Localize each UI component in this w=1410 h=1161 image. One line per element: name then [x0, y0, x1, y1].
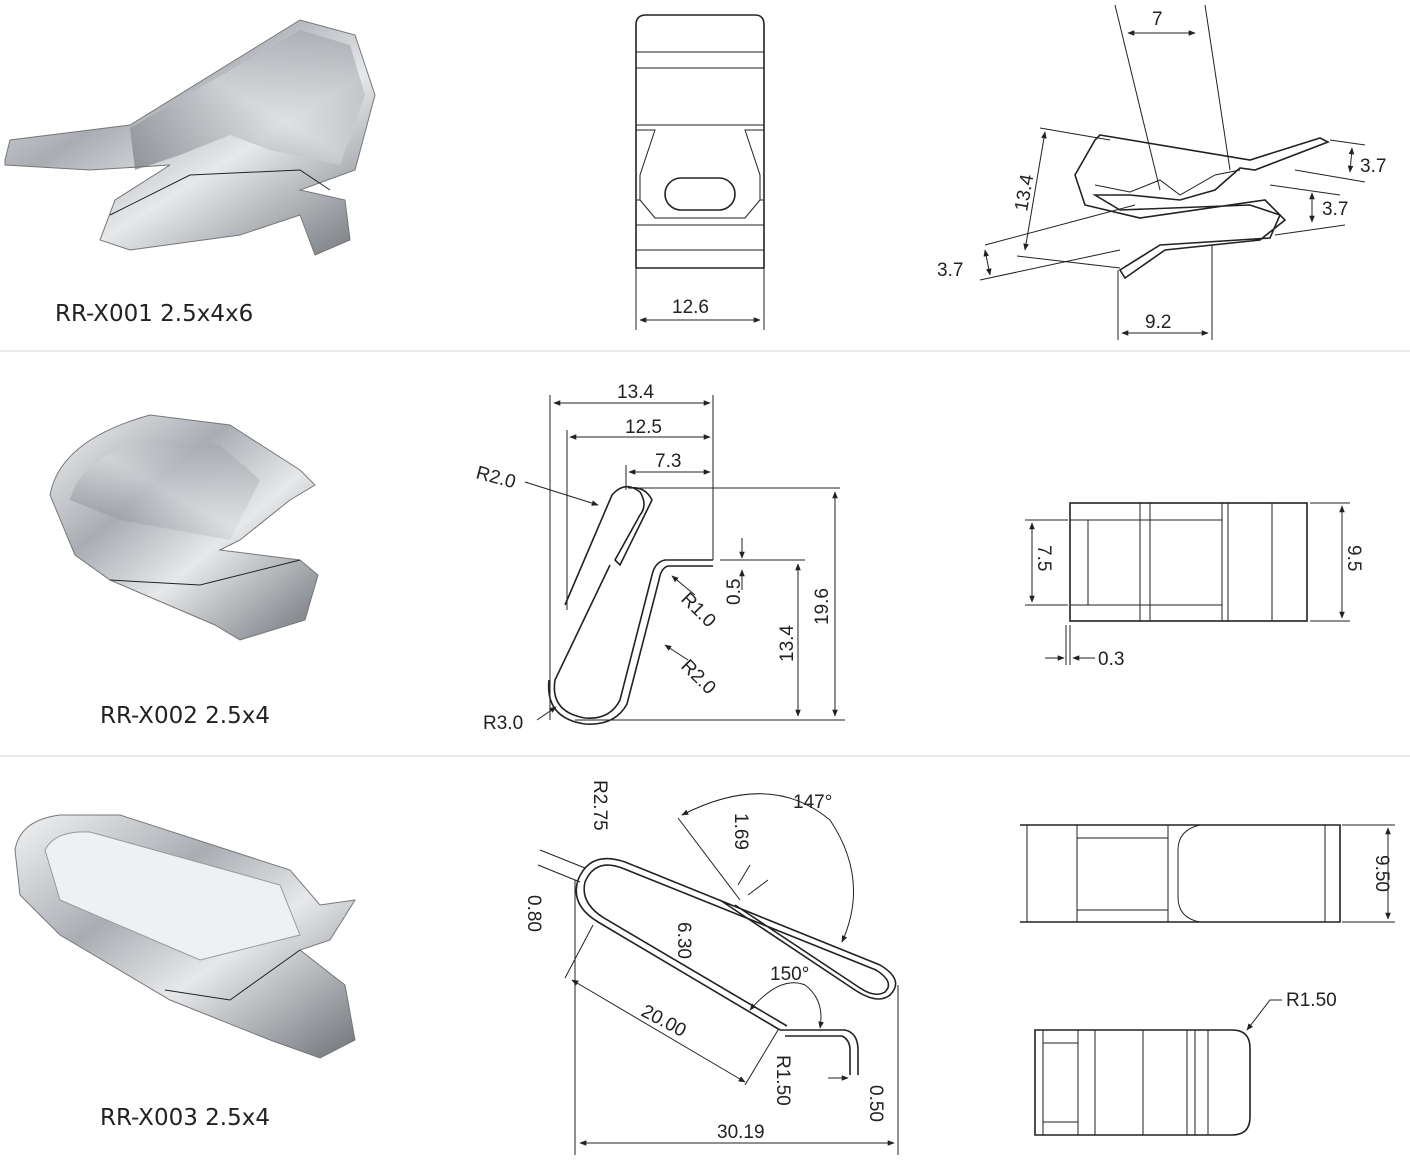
product-photo-rr-x002	[49, 414, 319, 641]
front-view-rr-x001	[635, 14, 765, 330]
dimension-label: R2.75	[589, 780, 610, 831]
dimension-label: 7	[1152, 9, 1163, 30]
dimension-label: 9.5	[1343, 545, 1364, 571]
dimension-label: 19.6	[812, 588, 833, 625]
side-view-rr-x001	[979, 4, 1366, 340]
product-caption: RR-X001 2.5x4x6	[55, 301, 253, 327]
product-caption: RR-X003 2.5x4	[100, 1105, 270, 1131]
dimension-label: 0.80	[523, 895, 544, 932]
dimension-label: 13.4	[777, 625, 798, 662]
dimension-label: 7.5	[1033, 545, 1054, 571]
dimension-label: 3.7	[1360, 156, 1386, 177]
dimension-label: 9.2	[1145, 312, 1171, 333]
product-photo-rr-x001	[4, 19, 376, 256]
bottom-view-rr-x003	[1034, 999, 1282, 1136]
dimension-label: 147°	[793, 792, 832, 813]
dimension-label: 1.69	[730, 813, 751, 850]
top-view-rr-x003	[1020, 824, 1395, 923]
dimension-label: R3.0	[483, 713, 523, 734]
dimension-label: 13.4	[617, 382, 654, 403]
dimension-label: 12.5	[625, 417, 662, 438]
dimension-label: 12.6	[672, 297, 709, 318]
dimension-label: 30.19	[717, 1122, 765, 1143]
dimension-label: R1.50	[1286, 990, 1337, 1011]
top-view-rr-x002	[1025, 502, 1350, 665]
dimension-label: 3.7	[937, 260, 963, 281]
dimension-label: 0.50	[865, 1085, 886, 1122]
dimension-label: 3.7	[1322, 199, 1348, 220]
dimension-label: 0.3	[1098, 649, 1124, 670]
dimension-label: 150°	[770, 964, 809, 985]
profile-view-rr-x003	[537, 793, 899, 1155]
product-photo-rr-x003	[14, 814, 356, 1059]
dimension-label: R1.0	[676, 589, 719, 632]
dimension-label: 6.30	[673, 922, 694, 959]
profile-view-rr-x002	[524, 395, 845, 725]
dimension-label: R1.50	[772, 1055, 793, 1106]
dimension-label: 7.3	[655, 451, 681, 472]
dimension-label: 13.4	[1011, 172, 1038, 212]
dimension-label: R2.0	[474, 463, 518, 494]
product-caption: RR-X002 2.5x4	[100, 703, 270, 729]
dimension-label: 9.50	[1371, 855, 1392, 892]
dimension-label: R2.0	[676, 656, 719, 699]
dimension-label: 20.00	[638, 1001, 690, 1042]
dimension-label: 0.5	[724, 579, 745, 605]
